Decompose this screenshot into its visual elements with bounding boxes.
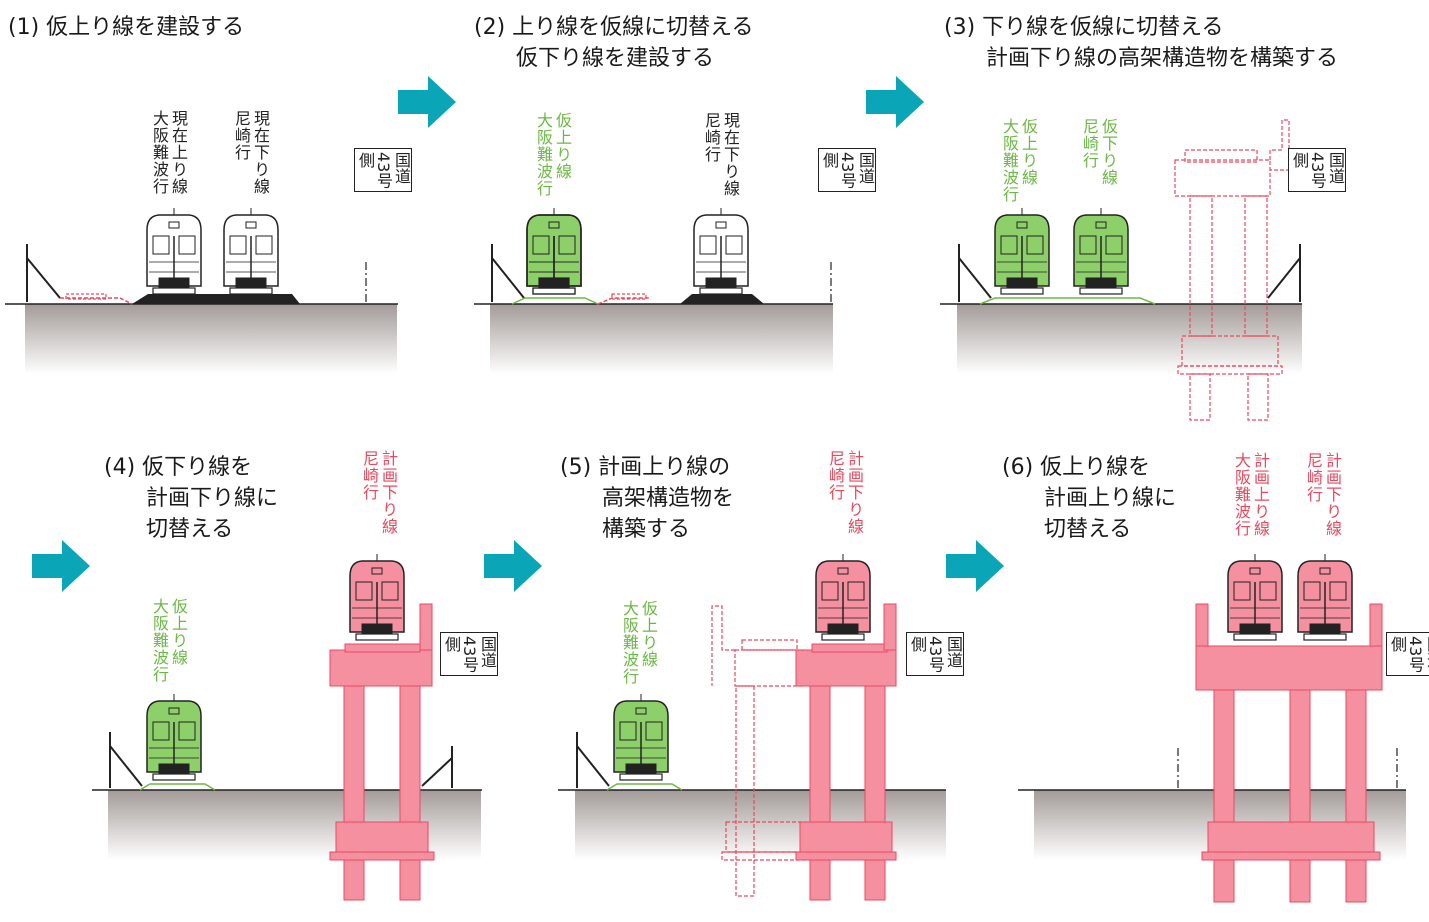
label-current-down: 現在下り線 尼崎行	[702, 112, 740, 197]
ground-2	[490, 304, 833, 374]
step-3-title: (3) 下り線を仮線に切替える 計画下り線の高架構造物を構築する	[944, 15, 1338, 71]
road-label: 国道 43号 側	[906, 632, 964, 677]
label-plan-down: 計画下り線 尼崎行	[360, 450, 398, 535]
label-temp-up: 仮上り線 大阪難波行	[1000, 118, 1038, 203]
train-plan-down-4	[349, 553, 405, 641]
road-label: 国道 43号 側	[440, 632, 498, 677]
label-temp-up: 仮上り線 大阪難波行	[534, 112, 572, 197]
label-plan-down: 計画下り線 尼崎行	[826, 450, 864, 535]
train-current-down	[223, 207, 279, 295]
step-2-title: (2) 上り線を仮線に切替える 仮下り線を建設する	[474, 15, 754, 71]
viaduct-full-6	[1195, 603, 1383, 903]
step-4-title: (4) 仮下り線を 計画下り線に 切替える	[104, 455, 278, 542]
ground-3	[957, 304, 1302, 374]
train-plan-up-6	[1227, 553, 1283, 641]
retaining-walls	[26, 244, 1301, 788]
train-temp-up-3	[994, 207, 1050, 295]
train-temp-down-4	[146, 693, 202, 781]
label-temp-up: 仮上り線 大阪難波行	[150, 598, 188, 683]
label-temp-down: 仮下り線 尼崎行	[1080, 118, 1118, 186]
train-current-up	[146, 207, 202, 295]
label-current-down: 現在下り線 尼崎行	[232, 110, 270, 195]
label-plan-down: 計画下り線 尼崎行	[1304, 452, 1342, 537]
ground-1	[25, 304, 397, 374]
right-arrow-icon	[398, 76, 456, 128]
train-temp-up-5	[613, 693, 669, 781]
right-arrow-icon	[946, 540, 1004, 592]
label-current-up: 現在上り線 大阪難波行	[150, 110, 188, 195]
viaduct-down-4	[329, 603, 435, 901]
road-label: 国道 43号 側	[1288, 148, 1346, 193]
viaduct-down-5	[795, 603, 897, 901]
road-label: 国道 43号 側	[354, 148, 412, 193]
step-1-title: (1) 仮上り線を建設する	[8, 15, 245, 40]
right-arrow-icon	[32, 540, 90, 592]
label-temp-up: 仮上り線 大阪難波行	[620, 600, 658, 685]
train-current-down-2	[693, 207, 749, 295]
step-6-title: (6) 仮上り線を 計画上り線に 切替える	[1002, 455, 1176, 542]
step-5-title: (5) 計画上り線の 高架構造物を 構築する	[560, 455, 734, 542]
right-arrow-icon	[866, 76, 924, 128]
planned-viaduct-down-outline	[1174, 119, 1290, 421]
right-arrow-icon	[484, 540, 542, 592]
train-plan-down-5	[815, 553, 871, 641]
label-plan-up: 計画上り線 大阪難波行	[1232, 452, 1270, 537]
train-temp-down-3	[1073, 207, 1129, 295]
road-label: 国道 43号 側	[818, 148, 876, 193]
planned-viaduct-up-outline	[711, 605, 809, 897]
train-plan-down-6	[1297, 553, 1353, 641]
road-label: 国道 43号 側	[1386, 632, 1429, 677]
